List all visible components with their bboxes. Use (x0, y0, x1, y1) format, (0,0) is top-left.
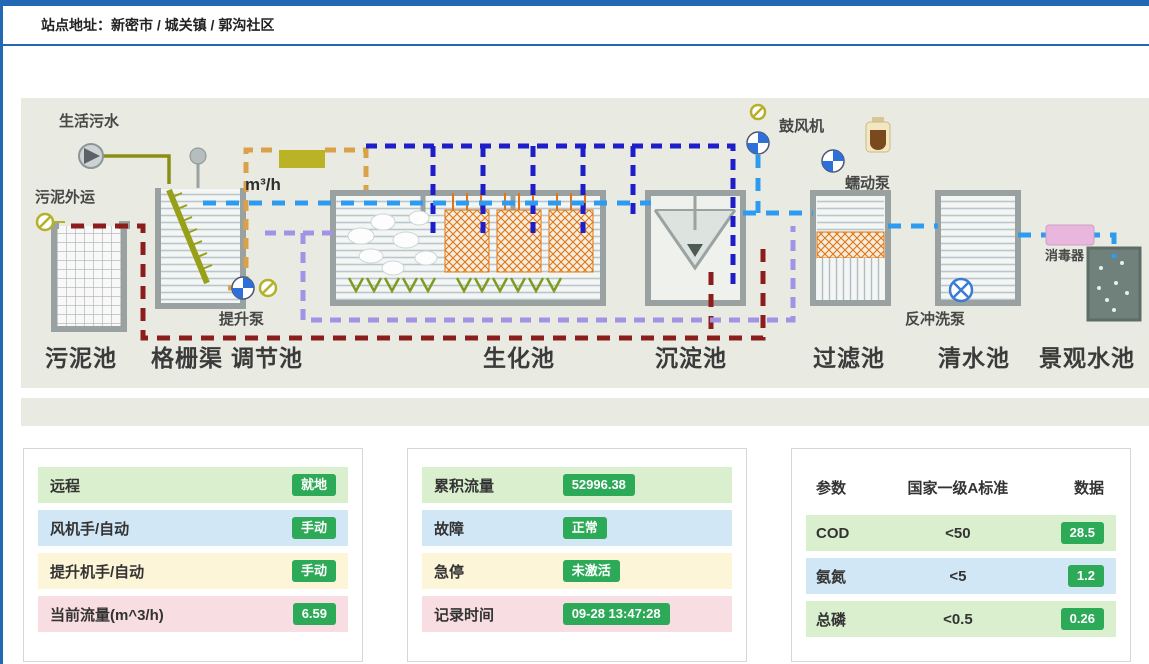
tank-label-sedimentation: 沉淀池 (655, 345, 727, 371)
status-badge: 就地 (291, 474, 336, 496)
bio-media-icon (444, 193, 594, 273)
current-flow-row: 当前流量(m^3/h) 6.59 (38, 596, 348, 632)
fan-mode-row: 风机手/自动 手动 (38, 510, 348, 546)
page-header: 站点地址：新密市 / 城关镇 / 郭沟社区 (3, 6, 1149, 46)
tank-label-bio: 生化池 (483, 345, 555, 371)
fault-row: 故障 正常 (422, 510, 732, 546)
lift-pump-icon (231, 276, 255, 300)
row-label: 当前流量(m^3/h) (50, 606, 164, 624)
sewage-inlet-pipe (103, 154, 171, 184)
level-sensor-icon (189, 147, 207, 165)
control-status-panel: 远程 就地 风机手/自动 手动 提升机手/自动 手动 当前流量(m^3/h) 6… (23, 448, 363, 662)
cod-row: COD <50 28.5 (806, 515, 1116, 551)
total-flow-row: 累积流量 52996.38 (422, 467, 732, 503)
aeration-bubbles-icon (347, 210, 438, 276)
sludge-out-label: 污泥外运 (35, 188, 95, 206)
ammonia-row: 氨氮 <5 1.2 (806, 558, 1116, 594)
domestic-sewage-label: 生活污水 (59, 112, 120, 130)
bio-tank (330, 190, 606, 306)
row-label: 提升机手/自动 (50, 563, 145, 581)
blower-fan-icon-1 (746, 131, 770, 155)
status-badge: 未激活 (562, 560, 620, 582)
tank-label-landscape: 景观水池 (1039, 345, 1135, 371)
disinfector-icon (1045, 224, 1095, 246)
standard-value: <5 (949, 567, 967, 585)
row-label: 故障 (434, 520, 465, 538)
value-badge: 0.26 (1060, 608, 1104, 630)
param-label: 氨氮 (816, 568, 847, 586)
secondary-band (21, 398, 1149, 426)
backwash-pump-icon (948, 277, 974, 303)
lift-mode-row: 提升机手/自动 手动 (38, 553, 348, 589)
tank-label-clean: 清水池 (938, 345, 1010, 371)
backwash-pump-label: 反冲洗泵 (905, 310, 965, 328)
timestamp-badge: 09-28 13:47:28 (562, 603, 670, 625)
sludge-return-pipe (71, 223, 766, 341)
lift-valve-icon (258, 278, 278, 298)
standard-value: <50 (945, 524, 971, 542)
record-time-row: 记录时间 09-28 13:47:28 (422, 596, 732, 632)
blower-label: 鼓风机 (779, 117, 824, 135)
param-label: 总磷 (816, 611, 847, 629)
device-status-panel: 累积流量 52996.38 故障 正常 急停 未激活 记录时间 09-28 13… (407, 448, 747, 662)
value-badge: 28.5 (1060, 522, 1104, 544)
water-quality-panel: 参数 国家一级A标准 数据 COD <50 28.5 氨氮 <5 1.2 总磷 … (791, 448, 1131, 662)
air-main-pipe (366, 143, 736, 288)
row-label: 急停 (434, 563, 465, 581)
pipes (71, 143, 1117, 341)
status-badge: 正常 (562, 517, 607, 539)
row-label: 记录时间 (434, 606, 495, 624)
panels-section: 远程 就地 风机手/自动 手动 提升机手/自动 手动 当前流量(m^3/h) 6… (3, 448, 1149, 662)
value-badge: 52996.38 (562, 474, 635, 496)
sewage-pump-icon (78, 143, 104, 169)
row-label: 累积流量 (434, 477, 495, 495)
standard-value: <0.5 (943, 610, 973, 628)
air-drop-pipes (430, 146, 636, 238)
row-label: 风机手/自动 (50, 520, 130, 538)
top-accent-bar (3, 0, 1149, 6)
disinfector-label: 消毒器 (1045, 248, 1085, 263)
process-diagram-band: 生活污水 污泥外运 m³/h 提升泵 鼓风机 蠕动泵 反冲洗泵 消毒器 污泥池 … (21, 98, 1149, 388)
tank-label-sludge: 污泥池 (45, 345, 117, 371)
quality-header-row: 参数 国家一级A标准 数据 (806, 467, 1116, 507)
blower-fan-icon-2 (821, 149, 845, 173)
sludge-tank (48, 221, 130, 332)
blower-valve-icon (749, 103, 767, 121)
phosphorus-row: 总磷 <0.5 0.26 (806, 601, 1116, 637)
tank-label-regulating: 调节池 (231, 345, 303, 371)
grit-regulating-tank (155, 147, 246, 309)
column-header: 国家一级A标准 (907, 479, 1009, 497)
diffuser-icons (347, 277, 563, 294)
param-label: COD (816, 524, 850, 542)
value-badge: 1.2 (1067, 565, 1104, 587)
column-header: 数据 (1073, 479, 1104, 497)
site-address-label: 站点地址：新密市 / 城关镇 / 郭沟社区 (41, 17, 275, 33)
tank-label-filter: 过滤池 (813, 345, 885, 371)
lift-pump-label: 提升泵 (219, 311, 264, 328)
status-badge: 手动 (291, 517, 336, 539)
flow-meter-icon (279, 150, 325, 168)
remote-row: 远程 就地 (38, 467, 348, 503)
sludge-out-valve-icon (35, 212, 65, 232)
value-badge: 6.59 (292, 603, 336, 625)
tank-label-grit: 格栅渠 (151, 345, 223, 371)
process-flow-diagram: 生活污水 污泥外运 m³/h 提升泵 鼓风机 蠕动泵 反冲洗泵 消毒器 污泥池 … (35, 103, 1142, 371)
bar-screen-icon (166, 188, 210, 285)
status-badge: 手动 (291, 560, 336, 582)
meter-outlet-pipe (325, 147, 369, 190)
column-header: 参数 (816, 479, 847, 497)
row-label: 远程 (50, 477, 81, 495)
recirculation-pipe (265, 226, 796, 323)
sedimentation-tank (645, 190, 746, 306)
flow-unit-label: m³/h (245, 175, 281, 194)
peristaltic-pump-label: 蠕动泵 (845, 174, 890, 192)
filter-tank (810, 190, 891, 306)
estop-row: 急停 未激活 (422, 553, 732, 589)
peristaltic-pump-icon (865, 117, 891, 153)
landscape-pool (1086, 246, 1142, 322)
